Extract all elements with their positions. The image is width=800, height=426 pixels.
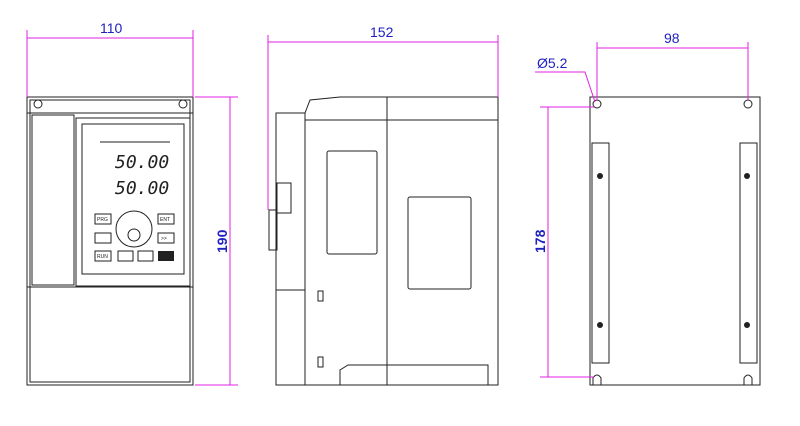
- dim-depth: 152: [370, 24, 394, 40]
- key-run[interactable]: RUN: [97, 254, 108, 260]
- front-view: 50.00 50.00 PRG ENT >> RUN: [26, 96, 194, 386]
- dim-width: 110: [100, 20, 123, 36]
- display-bottom: 50.00: [115, 178, 169, 199]
- key-ent[interactable]: ENT: [160, 217, 170, 223]
- dim-hole: Ø5.2: [537, 55, 568, 71]
- key-prg[interactable]: PRG: [97, 217, 108, 223]
- dim-height: 190: [214, 229, 230, 253]
- side-view: [268, 96, 499, 386]
- dim-mount-height: 178: [532, 229, 548, 253]
- dimension-lines: [26, 30, 749, 386]
- display-top: 50.00: [115, 152, 169, 173]
- key-shift[interactable]: >>: [161, 236, 167, 242]
- back-view: [589, 96, 761, 386]
- dim-mount-width: 98: [664, 30, 680, 46]
